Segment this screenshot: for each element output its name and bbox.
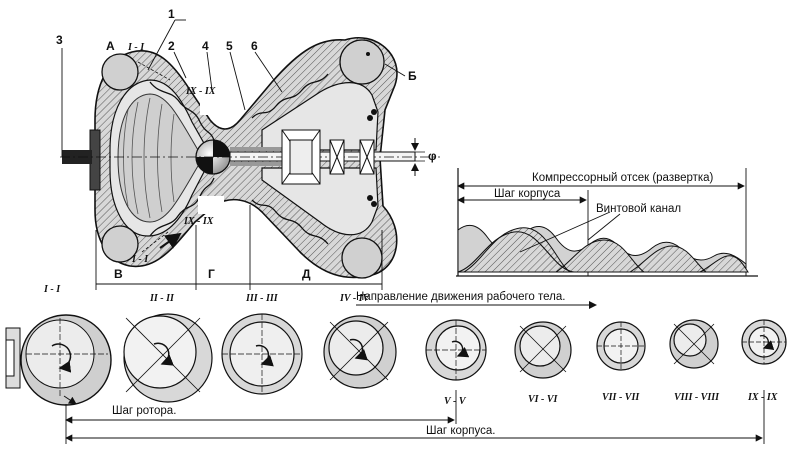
section-label-1: I - I <box>43 284 61 295</box>
section-4 <box>323 315 397 389</box>
section-label-5: V - V <box>444 396 467 407</box>
callout-6: 6 <box>251 39 258 53</box>
section-mark-ix-top: IX - IX <box>185 86 216 97</box>
callout-2: 2 <box>168 39 175 53</box>
section-label-8: VIII - VIII <box>674 392 720 403</box>
section-label-9: IX - IX <box>747 392 778 403</box>
machine-section <box>60 19 440 290</box>
right-cavity-lower <box>261 167 379 236</box>
screw-profile-left <box>149 81 215 141</box>
section-row: Направление движения рабочего тела. <box>5 284 787 444</box>
housing-pitch-label: Шаг корпуса. <box>426 425 495 437</box>
section-mark-ix-bottom: IX - IX <box>183 216 214 227</box>
screw-profile-left-lower <box>149 177 215 237</box>
bearing-assembly <box>281 129 375 185</box>
main-shaft <box>229 151 416 162</box>
zone-v: В <box>114 267 123 281</box>
zone-g: Г <box>208 267 215 281</box>
angle-phi: φ <box>428 149 437 163</box>
section-9 <box>741 319 787 365</box>
section-label-6: VI - VI <box>528 394 559 405</box>
section-1 <box>20 314 112 406</box>
section-2 <box>123 313 213 403</box>
chamber-b-lower <box>341 237 383 279</box>
screw-profile-right <box>251 73 329 119</box>
section-label-7: VII - VII <box>602 392 640 403</box>
leader-lines <box>61 19 406 157</box>
section-label-3: III - III <box>245 293 279 304</box>
section-label-4: IV - IV <box>339 293 371 304</box>
section-3 <box>221 313 303 395</box>
zone-d: Д <box>302 267 311 281</box>
section-mark-i-bottom: I - I <box>131 254 149 265</box>
chart-screw-channel: Винтовой канал <box>596 203 681 215</box>
chart-housing-pitch: Шаг корпуса <box>494 188 561 200</box>
chamber-a-bottom <box>101 225 139 263</box>
chart-title: Компрессорный отсек (развертка) <box>532 172 714 184</box>
flow-direction-label: Направление движения рабочего тела. <box>356 291 565 303</box>
callout-1: 1 <box>168 7 175 21</box>
chamber-a-top <box>101 53 139 91</box>
rotor-pitch-label: Шаг ротора. <box>112 405 176 417</box>
section-5 <box>425 319 487 381</box>
section-8 <box>669 319 719 369</box>
callout-3: 3 <box>56 33 63 47</box>
callout-5: 5 <box>226 39 233 53</box>
section-label-2: II - II <box>149 293 175 304</box>
screw-profile-right-lower <box>251 199 329 245</box>
chamber-b <box>339 39 385 85</box>
drive-shaft-left <box>62 150 92 164</box>
section-7 <box>596 321 646 371</box>
section-6 <box>514 321 572 379</box>
section-mark-i-top: I - I <box>127 42 145 53</box>
callout-a: А <box>106 39 115 53</box>
unrolled-chart: Компрессорный отсек (развертка) Шаг корп… <box>456 168 758 277</box>
callout-4: 4 <box>202 39 209 53</box>
callout-b: Б <box>408 69 417 83</box>
zone-lines <box>95 205 383 290</box>
bowl-ribs <box>123 97 175 219</box>
